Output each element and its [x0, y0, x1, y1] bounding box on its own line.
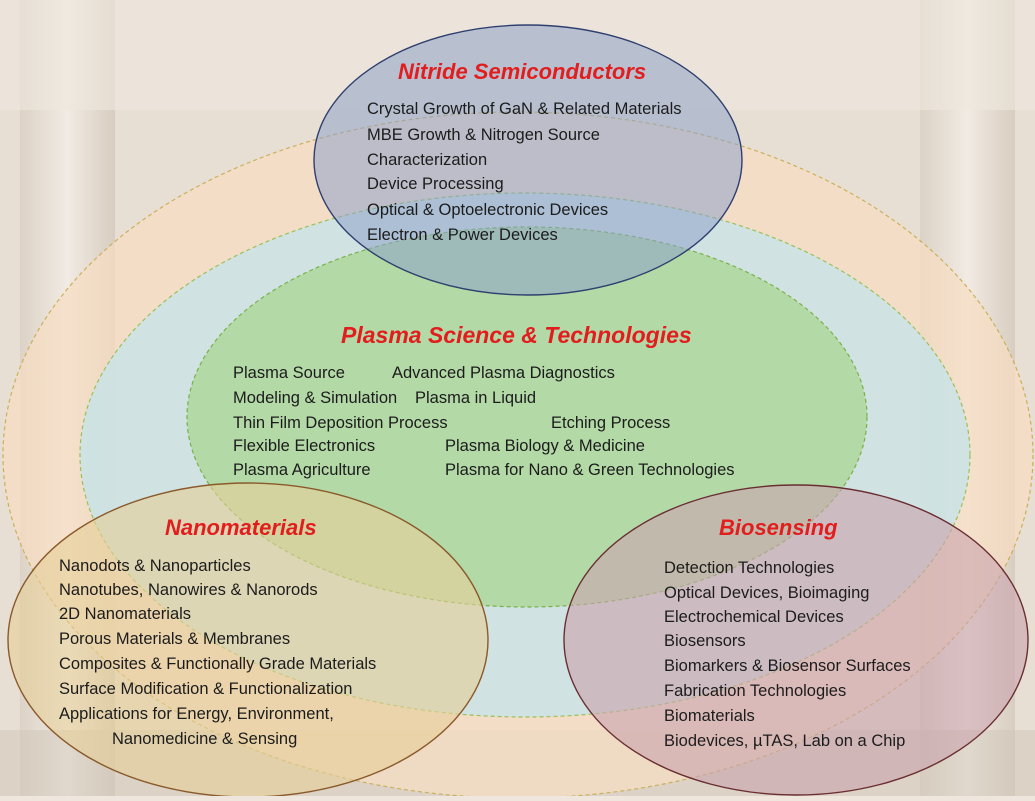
nanomaterials-item: Surface Modification & Functionalization: [59, 680, 353, 698]
nanomaterials-circle: [7, 482, 489, 796]
nitride-item: Crystal Growth of GaN & Related Material…: [367, 100, 682, 118]
nanomaterials-item: Nanomedicine & Sensing: [112, 730, 298, 748]
plasma-item: Flexible Electronics: [233, 437, 376, 455]
biosensing-item: Detection Technologies: [664, 559, 835, 577]
biosensing-item: Optical Devices, Bioimaging: [664, 584, 870, 602]
nanomaterials-item: Applications for Energy, Environment,: [59, 705, 334, 723]
biosensing-circle: [563, 484, 1029, 796]
nanomaterials-item: Composites & Functionally Grade Material…: [59, 655, 377, 673]
nitride-item: Characterization: [367, 151, 488, 169]
plasma-item: Modeling & Simulation: [233, 389, 398, 407]
nitride-item: Device Processing: [367, 175, 504, 193]
plasma-item: Plasma in Liquid: [415, 389, 537, 407]
plasma-item: Plasma Biology & Medicine: [445, 437, 645, 455]
biosensing-item: Fabrication Technologies: [664, 682, 847, 700]
biosensing-title: Biosensing: [719, 515, 838, 540]
plasma-title: Plasma Science & Technologies: [341, 322, 692, 348]
nitride-circle: [313, 24, 743, 296]
nitride-item: Optical & Optoelectronic Devices: [367, 201, 609, 219]
nitride-item: MBE Growth & Nitrogen Source: [367, 126, 600, 144]
plasma-item: Plasma Agriculture: [233, 461, 371, 479]
plasma-item: Thin Film Deposition Process: [233, 414, 448, 432]
nanomaterials-item: Nanodots & Nanoparticles: [59, 557, 251, 575]
plasma-item: Plasma for Nano & Green Technologies: [445, 461, 735, 479]
biosensing-item: Electrochemical Devices: [664, 608, 844, 626]
nanomaterials-item: Porous Materials & Membranes: [59, 630, 291, 648]
nanomaterials-item: Nanotubes, Nanowires & Nanorods: [59, 581, 318, 599]
biosensing-item: Biosensors: [664, 632, 746, 650]
nanomaterials-item: 2D Nanomaterials: [59, 605, 192, 623]
biosensing-item: Biomarkers & Biosensor Surfaces: [664, 657, 911, 675]
plasma-item: Advanced Plasma Diagnostics: [392, 364, 615, 382]
plasma-item: Plasma Source: [233, 364, 345, 382]
plasma-item: Etching Process: [551, 414, 671, 432]
biosensing-item: Biodevices, µTAS, Lab on a Chip: [664, 732, 906, 750]
nitride-title: Nitride Semiconductors: [398, 59, 647, 84]
biosensing-item: Biomaterials: [664, 707, 755, 725]
nanomaterials-title: Nanomaterials: [165, 515, 317, 540]
nitride-item: Electron & Power Devices: [367, 226, 558, 244]
